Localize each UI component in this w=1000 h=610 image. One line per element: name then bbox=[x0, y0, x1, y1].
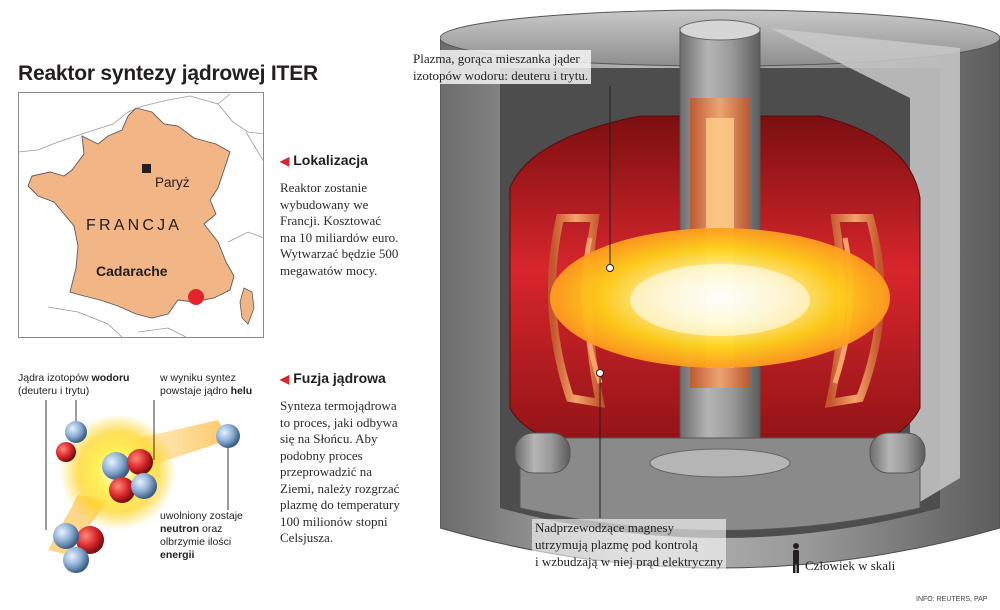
location-heading-text: Lokalizacja bbox=[293, 152, 368, 168]
fusion-line: plazmę do temperatury bbox=[280, 497, 400, 512]
fusion-line: Celsjusza. bbox=[280, 530, 334, 545]
fusion-line: podobny proces bbox=[280, 447, 363, 463]
fusion-line: Synteza termojądrowa bbox=[280, 398, 397, 413]
isotopes-label: Jądra izotopów wodoru (deuteru i trytu) bbox=[18, 372, 129, 398]
isotopes-label-text: Jądra izotopów bbox=[18, 372, 92, 384]
location-heading: ◀Lokalizacja bbox=[280, 152, 368, 168]
port-left bbox=[514, 432, 571, 474]
fusion-line: 100 milionów stopni bbox=[280, 513, 388, 529]
helium-proton bbox=[109, 477, 135, 503]
arrow-left-icon: ◀ bbox=[280, 372, 290, 386]
location-line: wybudowany we bbox=[280, 196, 369, 212]
solenoid-top bbox=[679, 19, 761, 41]
location-text: Reaktor zostanie wybudowany we Francji. … bbox=[280, 180, 398, 279]
free-neutron bbox=[216, 424, 240, 448]
base-disc bbox=[649, 448, 791, 478]
pointer-lines bbox=[45, 400, 229, 530]
neighbour-borders bbox=[18, 93, 264, 338]
neutron-label-bold2: energii bbox=[160, 549, 195, 561]
country-label: FRANCJA bbox=[86, 217, 182, 234]
isotopes-label-sub: (deuteru i trytu) bbox=[18, 385, 90, 397]
neutron-label: uwolniony zostaje neutron oraz olbrzymie… bbox=[160, 510, 243, 562]
france-land bbox=[27, 107, 235, 319]
france-map: Paryż FRANCJA Cadarache bbox=[18, 92, 264, 338]
helium-label-line1: w wyniku syntez bbox=[160, 372, 236, 384]
scale-label: Człowiek w skali bbox=[805, 558, 896, 573]
helium-neutron bbox=[131, 473, 157, 499]
helium-proton bbox=[127, 449, 153, 475]
port-right bbox=[869, 432, 926, 474]
reactor-pointers bbox=[596, 86, 614, 518]
plasma-label-line: Plazma, gorąca mieszanka jąder bbox=[413, 51, 580, 66]
page-title: Reaktor syntezy jądrowej ITER bbox=[18, 62, 318, 85]
plasma-label: Plazma, gorąca mieszanka jąder izotopów … bbox=[410, 50, 592, 84]
fusion-text: Synteza termojądrowa to proces, jaki odb… bbox=[280, 398, 400, 547]
nucleus-proton bbox=[76, 526, 104, 554]
nucleus-proton bbox=[56, 442, 76, 462]
fusion-line: przeprowadzić na bbox=[280, 464, 373, 479]
fusion-diagram bbox=[45, 400, 240, 573]
paris-marker bbox=[142, 164, 151, 173]
fusion-line: Ziemi, należy rozgrzać bbox=[280, 480, 400, 496]
human-scale-icon bbox=[793, 543, 799, 573]
fusion-line: to proces, jaki odbywa bbox=[280, 414, 398, 430]
magnets-label-line: Nadprzewodzące magnesy bbox=[535, 520, 674, 535]
magnets-label-line: utrzymują plazmę pod kontrolą bbox=[535, 537, 698, 552]
fusion-heading-text: Fuzja jądrowa bbox=[293, 370, 386, 386]
nucleus-neutron bbox=[65, 421, 87, 443]
fusion-heading: ◀Fuzja jądrowa bbox=[280, 370, 386, 386]
corsica bbox=[239, 287, 255, 325]
fusion-line: się na Słońcu. Aby bbox=[280, 431, 378, 446]
helium-neutron bbox=[102, 452, 130, 480]
location-line: Reaktor zostanie bbox=[280, 180, 367, 195]
nucleus-neutron bbox=[53, 523, 79, 549]
neutron-label-line1: uwolniony zostaje bbox=[160, 510, 243, 522]
helium-label: w wyniku syntez powstaje jądro helu bbox=[160, 372, 252, 398]
plasma-core bbox=[630, 264, 810, 336]
credit: INFO: REUTERS, PAP bbox=[916, 596, 988, 603]
isotopes-label-bold: wodoru bbox=[91, 372, 130, 384]
helium-label-bold: helu bbox=[230, 385, 253, 397]
iter-reactor-cutaway bbox=[440, 9, 1000, 573]
location-line: megawatów mocy. bbox=[280, 262, 378, 278]
cadarache-dot bbox=[188, 289, 204, 305]
plasma-label-line: izotopów wodoru: deuteru i trytu. bbox=[413, 68, 589, 83]
location-line: Francji. Kosztować bbox=[280, 213, 382, 228]
location-line: ma 10 miliardów euro. bbox=[280, 229, 399, 245]
neutron-label-line2: oraz bbox=[199, 523, 223, 535]
magnets-label: Nadprzewodzące magnesy utrzymują plazmę … bbox=[532, 519, 727, 570]
neutron-label-bold: neutron bbox=[160, 523, 200, 535]
magnets-label-line: i wzbudzają w niej prąd elektryczny bbox=[535, 554, 724, 569]
helium-label-line2: powstaje jądro bbox=[160, 385, 231, 397]
neutron-label-line3: olbrzymie ilości bbox=[160, 536, 232, 548]
paris-label: Paryż bbox=[155, 175, 190, 190]
cadarache-label: Cadarache bbox=[96, 263, 168, 279]
nucleus-neutron bbox=[63, 547, 89, 573]
base-structure bbox=[519, 437, 921, 531]
location-line: Wytwarzać będzie 500 bbox=[280, 246, 399, 261]
arrow-left-icon: ◀ bbox=[280, 154, 290, 168]
